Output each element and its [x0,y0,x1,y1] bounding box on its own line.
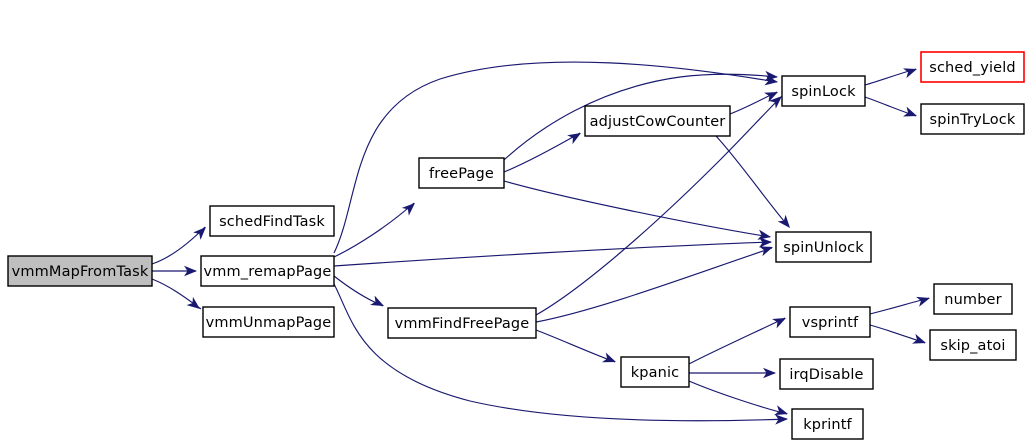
arrowhead-freePage->spinUnlock [757,229,771,240]
node-box-skip_atoi[interactable] [929,329,1017,361]
edge-vmm_remapPage-to-spinUnlock [333,241,772,267]
arrowhead-vmmMapFromTask->schedFindTask [193,227,206,240]
node-label-adjustCowCounter: adjustCowCounter [590,114,726,130]
node-adjustCowCounter[interactable]: adjustCowCounter [584,105,731,137]
node-vmmMapFromTask[interactable]: vmmMapFromTask [7,255,153,287]
arrowhead-spinLock->sched_yield [903,68,917,79]
edge-vmm_remapPage-to-freePage [333,202,415,258]
node-label-skip_atoi: skip_atoi [940,338,1005,354]
node-label-kpanic: kpanic [631,365,680,381]
edge-kpanic-to-kprintf [688,380,788,415]
node-label-vmmMapFromTask: vmmMapFromTask [12,264,149,280]
arrowhead-freePage->adjustCowCounter [567,133,581,145]
node-number[interactable]: number [933,283,1013,315]
arrowhead-vmmMapFromTask->vmmUnmapPage [186,296,200,309]
node-spinTryLock[interactable]: spinTryLock [920,103,1025,135]
arrowhead-kpanic->irqDisable [763,367,776,379]
node-label-number: number [944,292,1002,308]
node-freePage[interactable]: freePage [418,157,505,189]
node-vmm_remapPage[interactable]: vmm_remapPage [200,255,335,287]
edge-vmmFindFreePage-to-spinUnlock [535,247,773,323]
node-label-freePage: freePage [429,166,494,182]
node-kprintf[interactable]: kprintf [791,408,864,440]
arrowheads-layer [184,68,930,425]
node-spinLock[interactable]: spinLock [781,75,866,107]
arrowhead-kpanic->kprintf [774,405,788,416]
arrowhead-vmm_remapPage->vmmFindFreePage [370,295,384,306]
node-vmmUnmapPage[interactable]: vmmUnmapPage [202,306,335,338]
arrowhead-vmm_remapPage->spinUnlock [758,237,772,248]
arrowhead-spinLock->spinTryLock [903,106,917,117]
node-box-vsprintf[interactable] [789,306,871,338]
node-box-kpanic[interactable] [620,356,690,388]
arrowhead-freePage->spinLock [764,70,778,82]
node-box-vmmFindFreePage[interactable] [387,307,537,339]
edge-vsprintf-to-number [869,297,930,315]
node-spinUnlock[interactable]: spinUnlock [775,231,872,263]
node-kpanic[interactable]: kpanic [620,356,690,388]
arrowhead-vmm_remapPage->freePage [401,203,415,216]
node-box-sched_yield[interactable] [920,51,1025,83]
node-skip_atoi[interactable]: skip_atoi [929,329,1017,361]
edge-freePage-to-spinLock [503,73,778,161]
arrowhead-kpanic->vsprintf [772,318,786,329]
node-box-vmm_remapPage[interactable] [200,255,335,287]
node-vmmFindFreePage[interactable]: vmmFindFreePage [387,307,537,339]
node-box-spinLock[interactable] [781,75,866,107]
node-box-vmmMapFromTask[interactable] [7,255,153,287]
node-label-sched_yield: sched_yield [929,60,1016,76]
arrowhead-vmmFindFreePage->spinLock [768,96,782,109]
edge-vmmFindFreePage-to-kpanic [535,329,616,363]
edge-vmm_remapPage-to-kprintf [333,283,788,422]
nodes-layer: vmmMapFromTask schedFindTask vmm_remapPage… [7,51,1025,440]
node-box-freePage[interactable] [418,157,505,189]
arrowhead-vmmFindFreePage->spinUnlock [759,246,773,257]
node-sched_yield[interactable]: sched_yield [920,51,1025,83]
edge-freePage-to-adjustCowCounter [503,132,581,173]
arrowhead-vsprintf->number [916,296,930,307]
edge-vmm_remapPage-to-spinLock [333,61,778,254]
edge-kpanic-to-vsprintf [688,317,786,365]
node-label-kprintf: kprintf [803,417,852,433]
arrowhead-vsprintf->skip_atoi [912,333,926,344]
node-box-number[interactable] [933,283,1013,315]
node-box-spinUnlock[interactable] [775,231,872,263]
edge-freePage-to-spinUnlock [503,180,771,238]
node-label-schedFindTask: schedFindTask [219,214,325,230]
node-box-adjustCowCounter[interactable] [584,105,731,137]
node-box-kprintf[interactable] [791,408,864,440]
node-box-vmmUnmapPage[interactable] [202,306,335,338]
node-label-spinLock: spinLock [791,84,856,100]
arrowhead-adjustCowCounter->spinLock [764,92,778,103]
node-box-schedFindTask[interactable] [209,205,335,237]
node-label-vsprintf: vsprintf [802,315,859,331]
node-label-vmm_remapPage: vmm_remapPage [204,264,332,280]
arrowhead-vmmMapFromTask->vmm_remapPage [184,265,197,277]
arrowhead-adjustCowCounter->spinUnlock [777,214,790,228]
node-label-irqDisable: irqDisable [789,367,863,383]
arrowhead-vmm_remapPage->kprintf [774,414,788,425]
node-irqDisable[interactable]: irqDisable [779,358,874,390]
node-schedFindTask[interactable]: schedFindTask [209,205,335,237]
node-vsprintf[interactable]: vsprintf [789,306,871,338]
arrowhead-vmmFindFreePage->kpanic [601,352,616,363]
edge-vmmFindFreePage-to-spinLock [535,96,782,316]
node-label-spinUnlock: spinUnlock [783,240,864,256]
node-label-spinTryLock: spinTryLock [930,112,1016,128]
node-box-irqDisable[interactable] [779,358,874,390]
node-label-vmmUnmapPage: vmmUnmapPage [206,315,332,331]
node-label-vmmFindFreePage: vmmFindFreePage [395,316,530,332]
edge-adjustCowCounter-to-spinUnlock [715,135,790,228]
node-box-spinTryLock[interactable] [920,103,1025,135]
